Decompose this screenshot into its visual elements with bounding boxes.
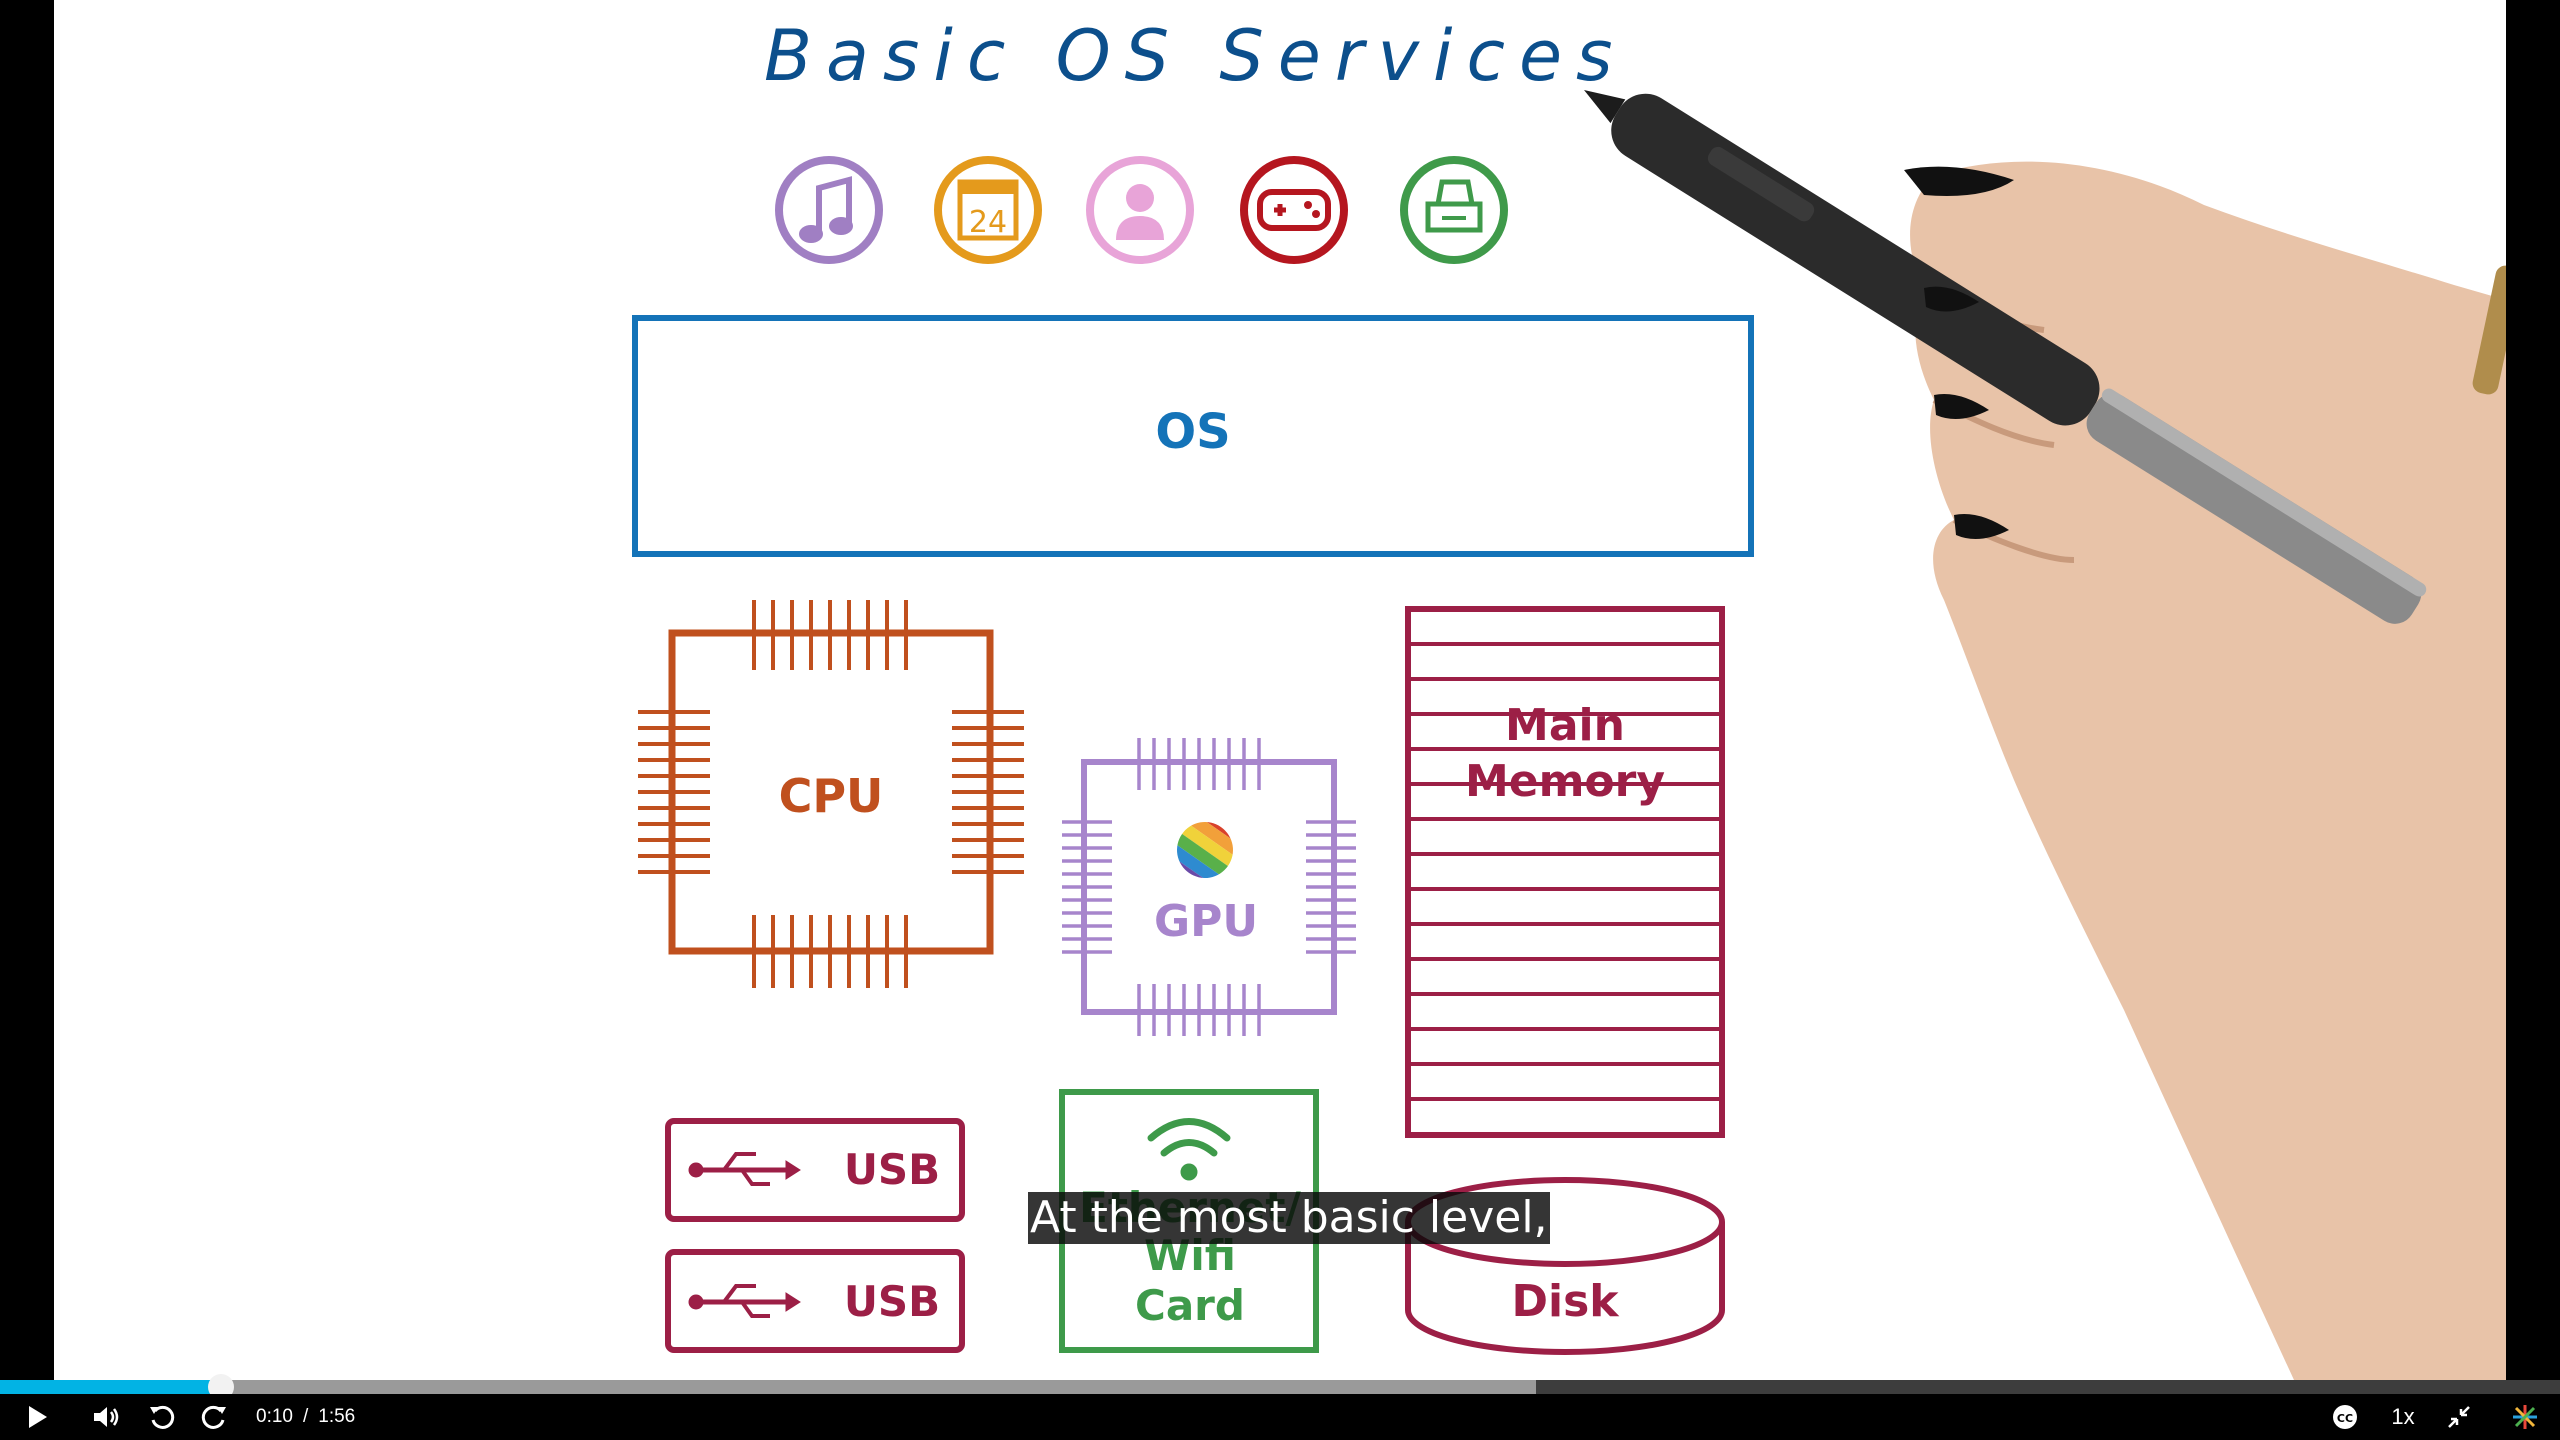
exit-fullscreen-icon xyxy=(2448,1406,2470,1428)
time-display: 0:10 / 1:56 xyxy=(256,1394,365,1440)
cc-icon: CC xyxy=(2333,1405,2357,1429)
time-separator: / xyxy=(302,1406,309,1427)
speed-label: 1x xyxy=(2391,1404,2415,1429)
network-label-line3: Card xyxy=(1135,1281,1245,1330)
video-frame[interactable]: Basic OS Services 24 xyxy=(54,0,2506,1380)
calendar-icon: 24 xyxy=(934,156,1042,264)
usb-label-1: USB xyxy=(844,1145,940,1194)
music-icon xyxy=(775,156,883,264)
captions-button[interactable]: CC xyxy=(2322,1394,2368,1440)
cpu-chip: CPU xyxy=(638,600,1024,988)
printer-icon xyxy=(1400,156,1508,264)
wifi-icon xyxy=(1147,1118,1231,1181)
rewind-icon xyxy=(150,1405,175,1429)
lecture-drawing: Basic OS Services 24 xyxy=(632,15,2506,1380)
forward-icon xyxy=(201,1405,226,1429)
duration: 1:56 xyxy=(318,1406,356,1427)
memory-label-line2: Memory xyxy=(1465,756,1665,807)
control-bar: 0:10 / 1:56 CC 1x xyxy=(0,1394,2560,1440)
memory-label-line1: Main xyxy=(1505,700,1625,751)
current-time: 0:10 xyxy=(256,1406,293,1427)
disk-label: Disk xyxy=(1511,1276,1620,1327)
usb-port-1: USB xyxy=(665,1118,965,1222)
svg-text:CC: CC xyxy=(2337,1412,2353,1425)
contacts-icon xyxy=(1086,156,1194,264)
play-button[interactable] xyxy=(14,1394,60,1440)
calendar-day: 24 xyxy=(969,205,1007,240)
volume-icon xyxy=(94,1407,119,1427)
usb-icon xyxy=(688,1152,801,1186)
forward-button[interactable] xyxy=(194,1394,234,1440)
rewind-button[interactable] xyxy=(142,1394,182,1440)
os-label: OS xyxy=(1155,404,1230,460)
play-icon xyxy=(29,1406,47,1428)
usb-label-2: USB xyxy=(844,1277,940,1326)
usb-port-2: USB xyxy=(665,1249,965,1353)
exit-fullscreen-button[interactable] xyxy=(2436,1394,2482,1440)
game-controller-icon xyxy=(1240,156,1348,264)
cpu-label: CPU xyxy=(779,769,884,823)
main-memory: Main Memory xyxy=(1405,606,1725,1138)
gpu-label: GPU xyxy=(1154,896,1258,947)
os-layer xyxy=(632,315,1754,557)
volume-button[interactable] xyxy=(84,1394,130,1440)
usb-icon xyxy=(688,1284,801,1318)
lesson-title: Basic OS Services xyxy=(764,15,1627,97)
progress-played xyxy=(0,1380,221,1394)
progress-bar[interactable] xyxy=(0,1374,2560,1400)
progress-buffered xyxy=(0,1380,1536,1394)
speed-button[interactable]: 1x xyxy=(2380,1394,2426,1440)
logo-button[interactable] xyxy=(2502,1394,2548,1440)
closed-caption: At the most basic level, xyxy=(1028,1192,1550,1244)
presenter-hand xyxy=(1584,90,2506,1380)
gpu-chip: GPU xyxy=(1062,738,1356,1036)
logo-icon xyxy=(2513,1405,2537,1429)
gpu-color-wheel xyxy=(1166,811,1244,889)
